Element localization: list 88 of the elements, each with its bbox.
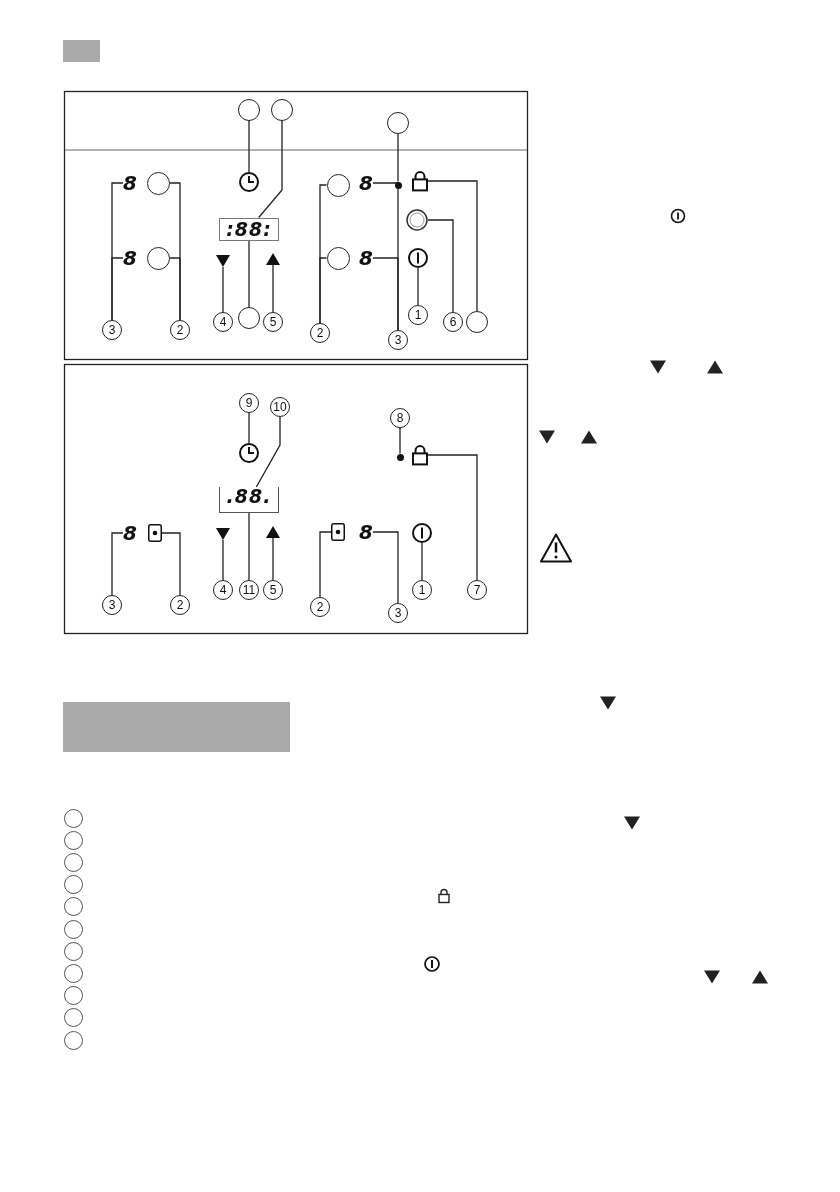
- callout-number: 8: [390, 408, 410, 428]
- leader-line: [417, 267, 419, 306]
- callout-number: 5: [263, 580, 283, 600]
- list-circle: [63, 1008, 83, 1028]
- digit-display: 8: [359, 247, 373, 269]
- leader-line: [248, 120, 250, 173]
- leader-line: [222, 266, 224, 313]
- leader-line: [399, 427, 401, 455]
- callout-circle: [271, 99, 293, 121]
- leader-line: [427, 180, 478, 312]
- callout-number: 10: [270, 397, 290, 417]
- list-circle: [63, 941, 83, 961]
- leader-line: [427, 454, 478, 581]
- callout-number: 2: [310, 597, 330, 617]
- timer-display: :88:: [219, 217, 279, 241]
- callout-number: 3: [388, 330, 408, 350]
- leader-line: [161, 532, 181, 596]
- leader-line: [421, 542, 423, 581]
- digit-display: 8: [359, 172, 373, 194]
- sensor-key-icon: [148, 524, 162, 542]
- leader-line: [319, 531, 332, 598]
- touch-key-circle: [146, 171, 170, 195]
- callout-number: 4: [213, 580, 233, 600]
- leader-line: [258, 120, 283, 219]
- list-circle: [63, 830, 83, 850]
- leader-line: [272, 537, 274, 581]
- leader-line: [272, 264, 274, 313]
- callout-number: 9: [239, 393, 259, 413]
- callout-number: 6: [443, 312, 463, 332]
- callout-number: 1: [408, 305, 428, 325]
- list-circle: [63, 963, 83, 983]
- leader-line: [111, 257, 124, 321]
- touch-key-circle: [146, 246, 170, 270]
- callout-number: 3: [102, 595, 122, 615]
- list-circle: [63, 1030, 83, 1050]
- digit-display: 8: [123, 247, 137, 269]
- timer-display: .88.: [219, 487, 279, 513]
- lock-icon: [412, 445, 428, 465]
- callout-number: 1: [412, 580, 432, 600]
- up-triangle-icon: [266, 526, 280, 538]
- sensor-key-icon: [331, 523, 345, 541]
- down-triangle-icon: [216, 528, 230, 540]
- leader-line: [248, 512, 250, 581]
- callout-number: 4: [213, 312, 233, 332]
- list-circle: [63, 808, 83, 828]
- leader-line: [372, 257, 399, 331]
- up-triangle-icon: [266, 253, 280, 265]
- callout-number: 2: [170, 595, 190, 615]
- leader-line: [372, 531, 399, 604]
- list-circle: [63, 986, 83, 1006]
- leader-line: [168, 257, 181, 321]
- list-circle: [63, 875, 83, 895]
- down-triangle-icon: [216, 255, 230, 267]
- callout-circle: [466, 311, 488, 333]
- power-icon: [412, 523, 432, 543]
- callout-number: 3: [102, 320, 122, 340]
- list-circle: [63, 852, 83, 872]
- callout-number: 7: [467, 580, 487, 600]
- touch-key-circle: [326, 246, 350, 270]
- digit-display: 8: [123, 522, 137, 544]
- leader-line: [222, 539, 224, 581]
- digit-display: 8: [123, 172, 137, 194]
- leader-line: [319, 257, 328, 324]
- callout-circle: [238, 307, 260, 329]
- callout-number: 11: [239, 580, 259, 600]
- leader-line: [397, 133, 399, 183]
- list-circle: [63, 919, 83, 939]
- leader-line: [255, 416, 281, 488]
- callout-number: 3: [388, 603, 408, 623]
- touch-key-circle: [326, 173, 350, 197]
- indicator-dot: [396, 453, 404, 461]
- callout-number: 5: [263, 312, 283, 332]
- leader-line: [427, 219, 454, 313]
- power-icon: [408, 248, 428, 268]
- lock-icon: [412, 171, 428, 191]
- indicator-dot: [394, 181, 402, 189]
- callout-number: 2: [310, 323, 330, 343]
- callout-number: 2: [170, 320, 190, 340]
- leader-line: [248, 239, 250, 308]
- ring-key-icon: [406, 209, 428, 231]
- list-circle: [63, 897, 83, 917]
- callout-circle: [238, 99, 260, 121]
- clock-icon: [239, 172, 259, 192]
- leader-line: [248, 412, 250, 444]
- clock-icon: [239, 443, 259, 463]
- digit-display: 8: [359, 521, 373, 543]
- callout-circle: [387, 112, 409, 134]
- leader-line: [111, 532, 124, 596]
